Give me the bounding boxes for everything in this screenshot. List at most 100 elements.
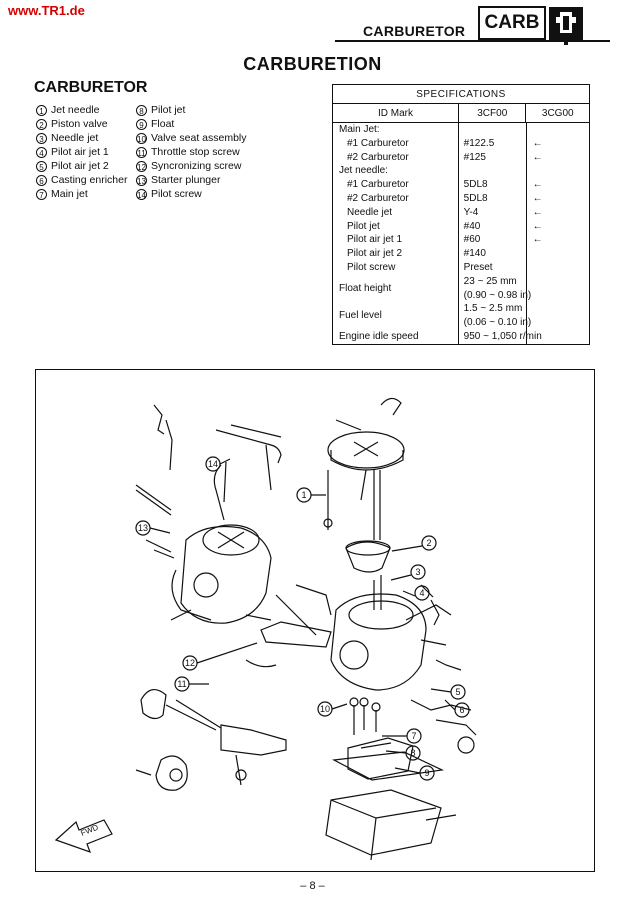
spec-value: ← — [532, 192, 543, 204]
spec-label: Jet needle: — [339, 165, 388, 177]
spec-values-3cg00: ← ← ← ← ← ← ← — [525, 123, 589, 344]
spec-value-in: (0.06 ~ 0.10 in) — [463, 317, 532, 329]
spec-value — [527, 164, 589, 178]
spec-value — [527, 330, 589, 344]
callout-number: 5 — [36, 160, 47, 172]
section-badge-label: CARB — [484, 12, 540, 33]
spec-value: 5DL8 — [463, 179, 488, 191]
spec-value-float-height: 23 ~ 25 mm(0.90 ~ 0.98 in) — [459, 275, 532, 303]
spec-label: Float height — [339, 282, 392, 294]
legend-label: Syncronizing screw — [151, 160, 242, 172]
callout-6: 6 — [459, 705, 464, 715]
spec-value — [527, 123, 589, 137]
callout-number: 14 — [136, 188, 147, 200]
callout-14: 14 — [208, 459, 218, 469]
callout-3: 3 — [415, 567, 420, 577]
legend-item: 14 Pilot screw — [136, 187, 247, 201]
spec-label: #2 Carburetor — [347, 151, 409, 163]
col-header-3cf00: 3CF00 — [458, 104, 525, 122]
spec-value: Y-4 — [463, 206, 479, 218]
spec-value — [459, 123, 526, 137]
section-header: CARBURETOR — [363, 23, 466, 39]
spec-labels: Main Jet: #1 Carburetor #2 Carburetor Je… — [333, 123, 458, 344]
spec-value-fuel-level: 1.5 ~ 2.5 mm (0.06 ~ 0.10 in) — [459, 302, 532, 330]
spec-value-mm: 1.5 ~ 2.5 mm — [463, 303, 523, 315]
spec-value: Preset — [463, 261, 493, 273]
spec-label: Pilot jet — [347, 220, 380, 232]
legend-label: Jet needle — [51, 104, 100, 116]
callout-10: 10 — [320, 704, 330, 714]
spec-value: ← — [532, 220, 543, 232]
legend-label: Float — [151, 118, 175, 130]
spec-label: Needle jet — [347, 206, 393, 218]
header-rule — [335, 40, 610, 42]
legend-item: 13 Starter plunger — [136, 173, 247, 187]
spec-value: #125 — [463, 151, 486, 163]
callout-number: 10 — [136, 132, 147, 144]
legend-label: Casting enricher — [51, 174, 128, 186]
callout-number: 8 — [136, 104, 147, 116]
callout-11: 11 — [177, 679, 186, 689]
spec-label: Main Jet: — [339, 124, 380, 135]
callout-2: 2 — [426, 538, 431, 548]
callout-number: 2 — [36, 118, 47, 130]
page-title: CARBURETION — [243, 54, 382, 74]
legend-label: Starter plunger — [151, 174, 221, 186]
legend-label: Pilot air jet 1 — [51, 146, 109, 158]
diagram-callouts: 1 2 3 4 5 6 7 8 9 10 11 12 13 14 — [135, 456, 470, 781]
spec-label: Engine idle speed — [339, 330, 419, 342]
legend-label: Piston valve — [51, 118, 108, 130]
spec-label: #1 Carburetor — [347, 179, 409, 191]
callout-number: 6 — [36, 174, 47, 186]
spec-value: #140 — [463, 248, 486, 260]
spec-value-mm: 23 ~ 25 mm — [463, 275, 517, 287]
spec-values-3cf00: #122.5 #125 5DL8 5DL8 Y-4 #40 #60 #140 P… — [457, 123, 542, 344]
spec-label: #2 Carburetor — [347, 192, 409, 204]
spec-label: Fuel level — [339, 310, 382, 322]
callout-number: 13 — [136, 174, 147, 186]
spec-value: ← — [532, 234, 543, 246]
legend-item: 6 Casting enricher — [36, 173, 127, 187]
section-badge: CARB — [478, 6, 546, 40]
legend-item: 10 Valve seat assembly — [136, 131, 247, 145]
spec-value — [527, 275, 589, 303]
spec-value: 5DL8 — [463, 192, 488, 204]
exploded-view-diagram: 1 2 3 4 5 6 7 8 9 10 11 12 13 14 FWD — [35, 369, 595, 872]
legend-label: Valve seat assembly — [151, 132, 247, 144]
right-carburetor-top — [327, 397, 405, 540]
spec-value — [459, 164, 526, 178]
col-header-id-mark: ID Mark — [378, 107, 413, 119]
carburetor-icon — [548, 6, 584, 48]
callout-1: 1 — [301, 490, 306, 500]
spec-value: #60 — [463, 234, 481, 246]
callout-number: 4 — [36, 146, 47, 158]
spec-label: Pilot screw — [347, 261, 396, 273]
spec-value — [527, 261, 589, 275]
section-subtitle: CARBURETOR — [34, 79, 148, 96]
callout-4: 4 — [419, 588, 424, 598]
legend-label: Pilot screw — [151, 188, 202, 200]
spec-value — [527, 247, 589, 261]
spec-table-body: Main Jet: #1 Carburetor #2 Carburetor Je… — [333, 123, 589, 344]
spec-label: Pilot air jet 2 — [347, 248, 403, 260]
page-number: – 8 – — [300, 880, 325, 892]
legend-item: 7 Main jet — [36, 187, 127, 201]
legend-item: 5 Pilot air jet 2 — [36, 159, 127, 173]
legend-label: Throttle stop screw — [151, 146, 240, 158]
spec-value: #40 — [463, 220, 481, 232]
legend-label: Pilot air jet 2 — [51, 160, 109, 172]
callout-9: 9 — [424, 768, 429, 778]
callout-number: 7 — [36, 188, 47, 200]
legend-label: Main jet — [51, 188, 88, 200]
callout-8: 8 — [410, 748, 415, 758]
legend-item: 4 Pilot air jet 1 — [36, 145, 127, 159]
site-url[interactable]: www.TR1.de — [8, 3, 85, 18]
callout-7: 7 — [411, 731, 416, 741]
